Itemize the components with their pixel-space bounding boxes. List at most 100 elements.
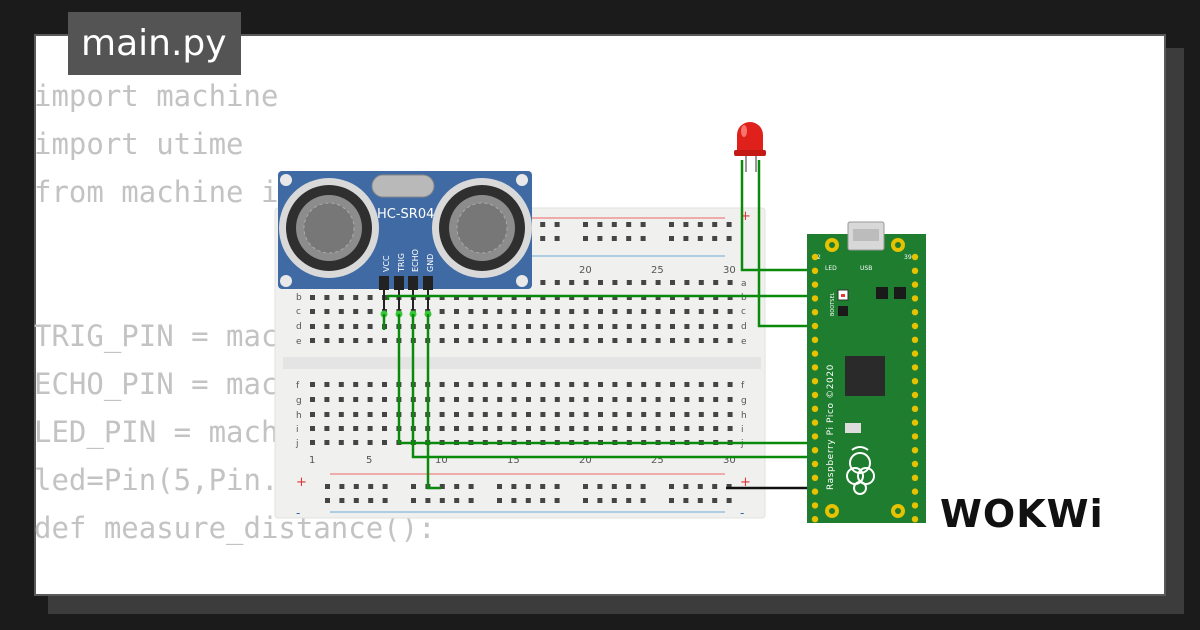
breadboard-hole[interactable] (540, 324, 546, 329)
pico-pin[interactable] (911, 309, 919, 316)
breadboard-hole[interactable] (583, 382, 589, 387)
breadboard-hole[interactable] (540, 412, 546, 417)
breadboard-hole[interactable] (569, 426, 575, 431)
breadboard-hole[interactable] (698, 412, 704, 417)
breadboard-hole[interactable] (454, 309, 459, 314)
breadboard-hole[interactable] (611, 222, 617, 227)
breadboard-hole[interactable] (468, 498, 474, 503)
breadboard-hole[interactable] (598, 295, 603, 300)
breadboard-hole[interactable] (339, 484, 345, 489)
breadboard-hole[interactable] (310, 426, 315, 431)
breadboard-hole[interactable] (554, 309, 560, 314)
breadboard-hole[interactable] (583, 338, 589, 343)
breadboard-hole[interactable] (367, 309, 373, 314)
breadboard-hole[interactable] (482, 295, 488, 300)
breadboard-hole[interactable] (367, 426, 373, 431)
breadboard-hole[interactable] (612, 397, 618, 402)
breadboard-hole[interactable] (367, 412, 373, 417)
pico-pin[interactable] (811, 336, 819, 343)
breadboard-hole[interactable] (727, 412, 733, 417)
breadboard-hole[interactable] (338, 397, 344, 402)
breadboard-hole[interactable] (454, 397, 459, 402)
breadboard-hole[interactable] (670, 295, 675, 300)
wire-led-cathode[interactable] (757, 160, 811, 328)
breadboard-hole[interactable] (569, 338, 575, 343)
breadboard-hole[interactable] (468, 382, 474, 387)
breadboard-hole[interactable] (324, 426, 330, 431)
breadboard-hole[interactable] (511, 484, 517, 489)
breadboard-hole[interactable] (726, 222, 732, 227)
breadboard-hole[interactable] (726, 484, 732, 489)
breadboard-hole[interactable] (511, 498, 517, 503)
pico-pin[interactable] (911, 405, 919, 412)
breadboard-hole[interactable] (367, 324, 373, 329)
breadboard-hole[interactable] (727, 382, 733, 387)
wire-trig[interactable] (397, 314, 811, 445)
breadboard-hole[interactable] (598, 324, 603, 329)
breadboard-hole[interactable] (411, 498, 416, 503)
breadboard-hole[interactable] (569, 280, 575, 285)
breadboard-hole[interactable] (310, 440, 315, 445)
breadboard-hole[interactable] (598, 397, 603, 402)
breadboard-hole[interactable] (454, 412, 459, 417)
breadboard-hole[interactable] (526, 338, 531, 343)
breadboard-hole[interactable] (698, 338, 704, 343)
breadboard-hole[interactable] (526, 295, 531, 300)
breadboard-hole[interactable] (540, 426, 546, 431)
breadboard-hole[interactable] (338, 426, 344, 431)
breadboard-hole[interactable] (612, 426, 618, 431)
breadboard-hole[interactable] (468, 426, 474, 431)
breadboard-hole[interactable] (626, 309, 632, 314)
breadboard-hole[interactable] (612, 338, 618, 343)
pico-pin[interactable] (911, 336, 919, 343)
breadboard-hole[interactable] (540, 484, 546, 489)
pico-pin[interactable] (911, 391, 919, 399)
breadboard-hole[interactable] (684, 382, 690, 387)
breadboard-hole[interactable] (598, 382, 603, 387)
breadboard-hole[interactable] (727, 324, 733, 329)
breadboard-hole[interactable] (353, 338, 359, 343)
breadboard-hole[interactable] (525, 498, 531, 503)
breadboard-hole[interactable] (655, 280, 661, 285)
breadboard-hole[interactable] (611, 484, 617, 489)
breadboard-hole[interactable] (353, 397, 359, 402)
breadboard-hole[interactable] (310, 338, 315, 343)
breadboard-hole[interactable] (540, 309, 546, 314)
breadboard-hole[interactable] (655, 397, 661, 402)
breadboard-hole[interactable] (382, 397, 387, 402)
breadboard-hole[interactable] (353, 309, 359, 314)
breadboard-hole[interactable] (324, 397, 330, 402)
breadboard-hole[interactable] (698, 295, 704, 300)
breadboard-hole[interactable] (626, 280, 632, 285)
breadboard-hole[interactable] (640, 498, 646, 503)
breadboard-hole[interactable] (353, 498, 359, 503)
breadboard-hole[interactable] (338, 309, 344, 314)
breadboard-hole[interactable] (683, 484, 689, 489)
breadboard-hole[interactable] (511, 338, 517, 343)
sensor-pin-gnd[interactable] (423, 276, 433, 290)
breadboard-hole[interactable] (726, 236, 732, 241)
breadboard-hole[interactable] (626, 236, 632, 241)
breadboard-hole[interactable] (670, 426, 675, 431)
breadboard-hole[interactable] (583, 484, 588, 489)
breadboard-hole[interactable] (382, 440, 387, 445)
breadboard-hole[interactable] (569, 382, 575, 387)
breadboard-hole[interactable] (641, 412, 647, 417)
breadboard-hole[interactable] (670, 382, 675, 387)
breadboard-hole[interactable] (698, 324, 704, 329)
breadboard-hole[interactable] (439, 484, 445, 489)
breadboard-hole[interactable] (598, 412, 603, 417)
breadboard-hole[interactable] (626, 426, 632, 431)
breadboard-hole[interactable] (669, 236, 674, 241)
breadboard-hole[interactable] (368, 498, 374, 503)
breadboard-hole[interactable] (439, 309, 445, 314)
breadboard-hole[interactable] (727, 397, 733, 402)
breadboard-hole[interactable] (497, 412, 503, 417)
breadboard-hole[interactable] (353, 426, 359, 431)
breadboard-hole[interactable] (554, 295, 560, 300)
breadboard-hole[interactable] (713, 382, 719, 387)
pico-pin[interactable] (811, 502, 819, 509)
breadboard-hole[interactable] (583, 309, 589, 314)
breadboard-hole[interactable] (713, 426, 719, 431)
breadboard-hole[interactable] (670, 397, 675, 402)
